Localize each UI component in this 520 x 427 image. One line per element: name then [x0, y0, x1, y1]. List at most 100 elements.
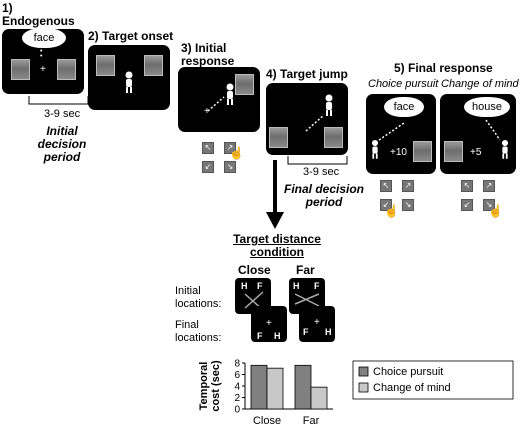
face-image [144, 55, 163, 76]
screen-change-of-mind: house +5 [440, 94, 516, 174]
person-icon [371, 139, 379, 159]
close-final-screen: + F H [251, 306, 287, 342]
initial-duration: 3-9 sec [44, 108, 81, 120]
y-tick-label: 0 [234, 405, 240, 416]
step4-label: 4) Target jump [266, 67, 348, 81]
face-image [11, 59, 30, 80]
final-decision-line2: period [305, 195, 343, 209]
step1-label-line1: 1) Endogenous [2, 1, 75, 28]
jump-arrows [294, 293, 320, 307]
legend-label: Change of mind [373, 382, 451, 394]
face-image [444, 141, 463, 162]
final-locations-label: Final locations: [175, 319, 221, 345]
bar-choice-pursuit [250, 364, 268, 410]
far-label: Far [296, 263, 315, 277]
far-final-screen: + F H [299, 306, 335, 342]
face-image [324, 127, 343, 148]
screen-endogenous-decision: face •• + [2, 28, 84, 94]
movement-path [378, 122, 405, 141]
letter-h: H [293, 281, 300, 291]
step5-label: 5) Final response [394, 61, 493, 75]
y-axis-label: Temporalcost (sec) [198, 360, 222, 412]
movement-path [207, 96, 225, 112]
arrow-keys: ↖ ↗ ↙ ↘ ☝ [202, 142, 244, 176]
arrow-key-icon[interactable]: ↘ [402, 199, 414, 211]
face-image [235, 74, 254, 95]
y-tick-label: 6 [234, 370, 240, 381]
thought-cloud: face [22, 28, 66, 48]
y-tick-label: 2 [234, 393, 240, 404]
down-arrow-icon [266, 160, 284, 229]
close-label: Close [238, 263, 271, 277]
thought-dots: •• [40, 48, 43, 60]
legend-swatch [358, 382, 369, 393]
fixation-cross: + [204, 106, 210, 117]
final-decision-line1: Final decision [283, 182, 364, 196]
arrow-key-icon[interactable]: ↗ [483, 180, 495, 192]
movement-path [485, 119, 501, 141]
thought-cloud: face [384, 97, 424, 117]
bar-change-of-mind [310, 386, 328, 410]
final-loc-line2: locations: [175, 332, 222, 344]
x-tick-label: Close [253, 415, 281, 427]
condition-title-line1: Target distance [233, 232, 321, 246]
letter-h: H [325, 327, 332, 337]
legend-swatch [358, 366, 369, 377]
arrow-keys: ↖ ↗ ↙ ↘ ☝ [380, 180, 416, 218]
fixation-cross: + [266, 318, 272, 329]
fixation-cross: + [40, 64, 46, 75]
condition-title-line2: condition [250, 245, 304, 259]
arrow-key-icon[interactable]: ↖ [380, 180, 392, 192]
arrow-key-icon[interactable]: ↖ [461, 180, 473, 192]
arrow-key-icon[interactable]: ↙ [380, 199, 392, 211]
person-icon [501, 139, 509, 159]
initial-decision-line1: Initial decision [37, 124, 87, 151]
screen-choice-pursuit: face +10 [366, 94, 436, 174]
initial-decision-line2: period [43, 150, 81, 164]
face-image [269, 127, 288, 148]
thought-cloud: house [464, 97, 510, 117]
y-tick-label: 8 [234, 359, 240, 370]
legend-box [352, 360, 514, 400]
bar-choice-pursuit [294, 364, 312, 410]
initial-loc-line1: Initial [175, 285, 201, 297]
initial-period-bracket [28, 96, 89, 105]
person-icon [226, 83, 234, 105]
arrow-key-icon[interactable]: ↗ [402, 180, 414, 192]
choice-pursuit-title: Choice pursuit [368, 78, 439, 90]
letter-f: F [257, 331, 263, 341]
y-tick-label: 4 [234, 382, 240, 393]
arrow-key-icon[interactable]: ↘ [483, 199, 495, 211]
change-of-mind-title: Change of mind [441, 78, 519, 90]
letter-f: F [303, 327, 309, 337]
final-decision-period: Final decision period [283, 183, 365, 209]
arrow-key-icon[interactable]: ↗ [224, 142, 236, 154]
initial-decision-period: Initial decision period [22, 125, 102, 164]
arrow-key-icon[interactable]: ↙ [461, 199, 473, 211]
screen-target-onset [88, 45, 170, 110]
legend-label: Choice pursuit [373, 366, 443, 378]
bar-change-of-mind [266, 367, 284, 410]
face-image [413, 141, 432, 162]
initial-locations-label: Initial locations: [175, 285, 221, 311]
arrow-keys: ↖ ↗ ↙ ↘ ☝ [461, 180, 503, 218]
step3-label-line2: response [181, 54, 235, 68]
step3-label-line1: 3) Initial [181, 41, 227, 55]
score-display: +10 [390, 147, 407, 158]
step2-label: 2) Target onset [88, 29, 174, 43]
face-image [57, 59, 76, 80]
initial-loc-line2: locations: [175, 298, 222, 310]
x-tick-label: Far [303, 415, 320, 427]
final-period-bracket [287, 156, 348, 165]
final-loc-line1: Final [175, 319, 199, 331]
letter-h: H [274, 331, 281, 341]
arrow-key-icon[interactable]: ↙ [202, 161, 214, 173]
arrow-key-icon[interactable]: ↖ [202, 142, 214, 154]
person-icon [125, 71, 133, 93]
arrow-key-icon[interactable]: ↘ [224, 161, 236, 173]
fixation-cross: + [314, 317, 320, 328]
final-duration: 3-9 sec [303, 166, 340, 178]
screen-initial-response: + [178, 67, 260, 132]
score-display: +5 [470, 147, 482, 158]
